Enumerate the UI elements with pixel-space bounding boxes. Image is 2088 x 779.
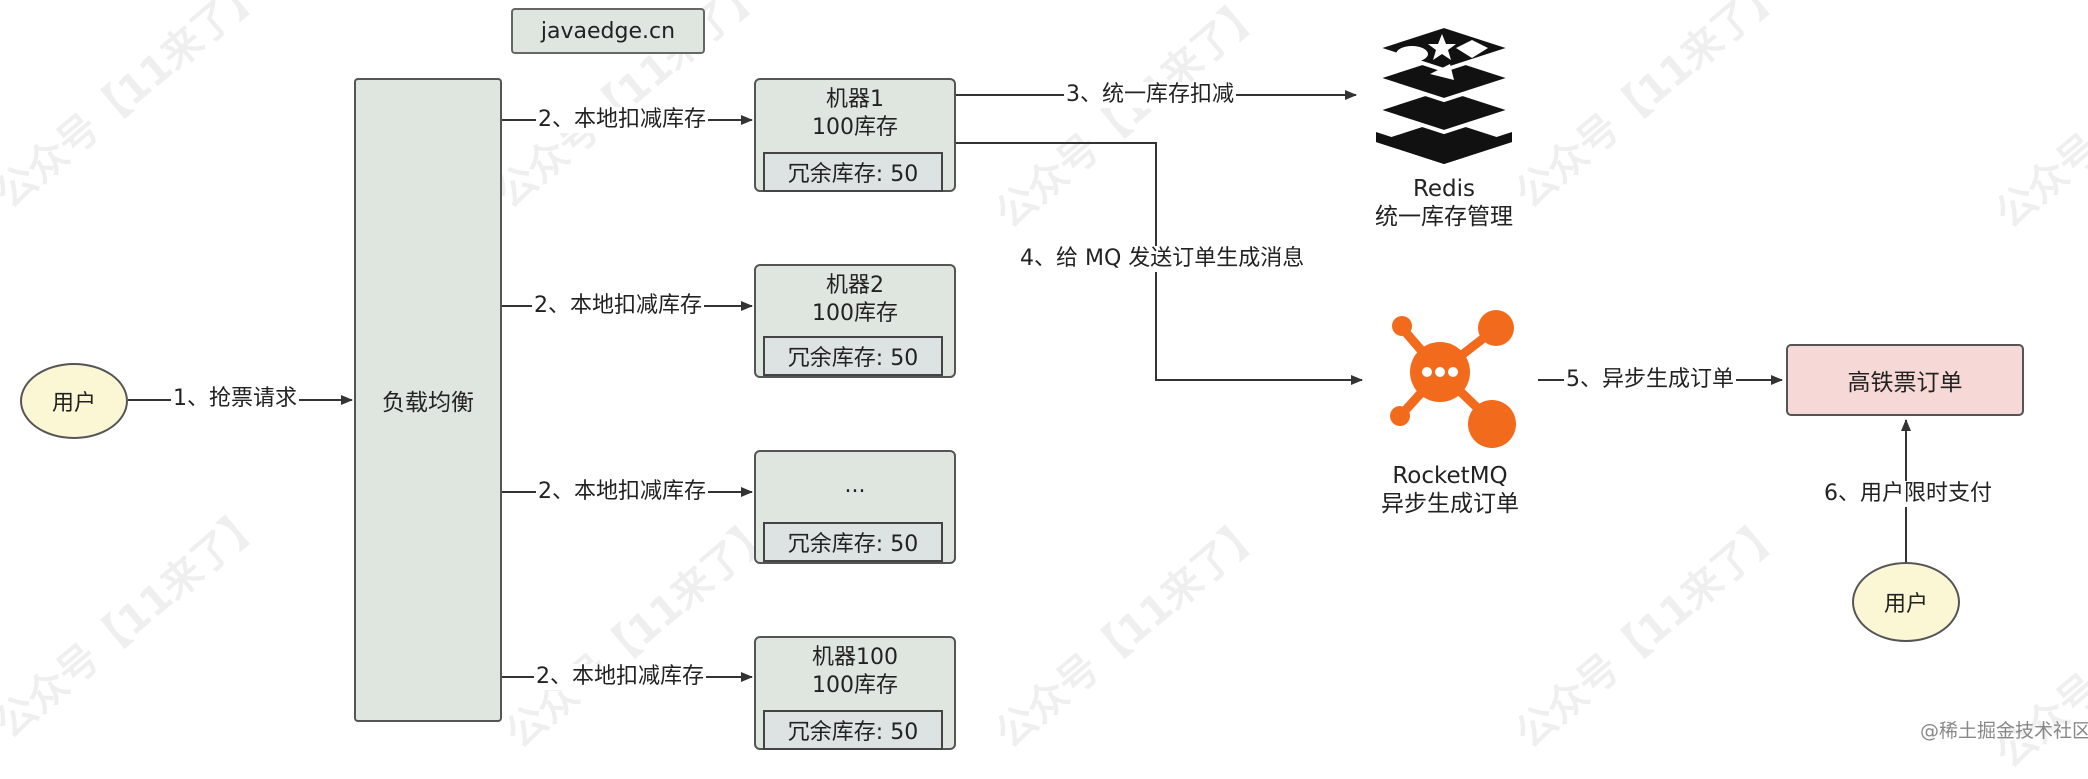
machine-name: ... [844, 473, 866, 498]
user-node-right: 用户 [1852, 562, 1960, 642]
user-label: 用户 [1883, 592, 1928, 617]
rocketmq-desc: 异步生成订单 [1381, 491, 1519, 517]
user-node-left: 用户 [20, 363, 128, 439]
redundant-stock-box: 冗余库存: 50 [763, 522, 943, 562]
order-box-label: 高铁票订单 [1847, 370, 1963, 396]
redis-icon [1372, 24, 1516, 164]
site-label-box: javaedge.cn [511, 8, 705, 54]
step4-label: 4、给 MQ 发送订单生成消息 [1018, 246, 1307, 272]
redundant-stock-box: 冗余库存: 50 [763, 336, 943, 376]
step6-label: 6、用户限时支付 [1822, 481, 1994, 507]
step2-label: 2、本地扣减库存 [534, 664, 706, 690]
redundant-stock-box: 冗余库存: 50 [763, 152, 943, 192]
redundant-stock-label: 冗余库存: 50 [787, 162, 919, 187]
machine-name: 机器2 [826, 273, 884, 298]
machine-stock: 100库存 [812, 673, 898, 698]
step3-label: 3、统一库存扣减 [1064, 82, 1236, 108]
redis-caption: Redis 统一库存管理 [1374, 175, 1514, 231]
connector-lines [128, 90, 1911, 682]
load-balancer-label: 负载均衡 [382, 390, 474, 416]
rocketmq-icon [1390, 310, 1516, 448]
redundant-stock-box: 冗余库存: 50 [763, 710, 943, 750]
redundant-stock-label: 冗余库存: 50 [787, 346, 919, 371]
step2-label: 2、本地扣减库存 [532, 293, 704, 319]
machine-stock: 100库存 [812, 301, 898, 326]
step2-label: 2、本地扣减库存 [536, 479, 708, 505]
rocketmq-name: RocketMQ [1392, 463, 1508, 489]
redundant-stock-label: 冗余库存: 50 [787, 532, 919, 557]
machine-stock: 100库存 [812, 115, 898, 140]
load-balancer: 负载均衡 [354, 78, 502, 722]
machine-name: 机器100 [812, 645, 898, 670]
site-label: javaedge.cn [540, 18, 676, 44]
redundant-stock-label: 冗余库存: 50 [787, 720, 919, 745]
redis-desc: 统一库存管理 [1375, 204, 1513, 230]
rocketmq-caption: RocketMQ 异步生成订单 [1380, 462, 1520, 518]
machine-name: 机器1 [826, 87, 884, 112]
step2-label: 2、本地扣减库存 [536, 107, 708, 133]
step5-label: 5、异步生成订单 [1564, 367, 1736, 393]
step1-label: 1、抢票请求 [171, 386, 299, 412]
redis-name: Redis [1412, 176, 1476, 202]
footer-credit: @稀土掘金技术社区 [1920, 720, 2088, 742]
user-label: 用户 [51, 391, 96, 416]
order-box: 高铁票订单 [1786, 344, 2024, 416]
